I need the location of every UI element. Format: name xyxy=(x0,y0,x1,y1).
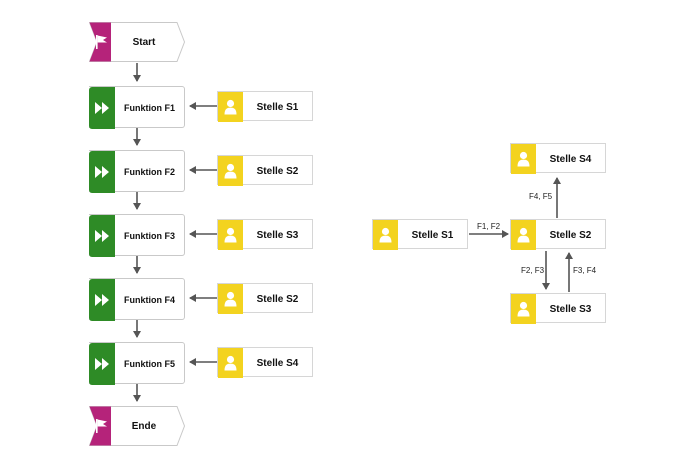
person-icon xyxy=(224,99,237,115)
function-f3[interactable]: Funktion F3 xyxy=(89,214,185,257)
role-label: Stelle S3 xyxy=(549,303,592,315)
person-icon xyxy=(517,227,530,243)
role-label: Stelle S4 xyxy=(256,357,299,369)
edge-label-s2-s3: F2, F3 xyxy=(521,266,545,275)
edge-label-s3-s2: F3, F4 xyxy=(573,266,597,275)
function-f5[interactable]: Funktion F5 xyxy=(89,342,185,385)
function-bar xyxy=(89,87,115,129)
role-bar xyxy=(511,220,536,250)
person-icon xyxy=(224,355,237,371)
org-stelle-s1[interactable]: Stelle S1 xyxy=(372,219,468,250)
fast-forward-icon xyxy=(95,230,109,242)
function-bar xyxy=(89,215,115,257)
function-label: Funktion F5 xyxy=(124,359,175,369)
person-icon xyxy=(517,151,530,167)
org-stelle-s3[interactable]: Stelle S3 xyxy=(510,293,606,324)
function-bar xyxy=(89,279,115,321)
role-label: Stelle S1 xyxy=(411,229,454,241)
role-bar xyxy=(218,284,243,314)
role-box-3[interactable]: Stelle S3 xyxy=(217,219,313,250)
function-bar xyxy=(89,343,115,385)
person-icon xyxy=(379,227,392,243)
role-bar xyxy=(218,220,243,250)
person-icon xyxy=(224,227,237,243)
edge-label-s2-s4: F4, F5 xyxy=(529,192,553,201)
role-label: Stelle S1 xyxy=(256,101,299,113)
flag-icon xyxy=(96,419,107,433)
role-bar xyxy=(511,144,536,174)
role-label: Stelle S2 xyxy=(256,165,299,177)
function-label: Funktion F1 xyxy=(124,103,175,113)
role-label: Stelle S3 xyxy=(256,229,299,241)
org-stelle-s2[interactable]: Stelle S2 xyxy=(510,219,606,250)
edge-label-s1-s2: F1, F2 xyxy=(477,222,501,231)
role-bar xyxy=(373,220,398,250)
function-f4[interactable]: Funktion F4 xyxy=(89,278,185,321)
fast-forward-icon xyxy=(95,166,109,178)
function-bar xyxy=(89,151,115,193)
function-label: Funktion F4 xyxy=(124,295,175,305)
fast-forward-icon xyxy=(95,102,109,114)
start-event[interactable]: Start xyxy=(89,22,185,62)
fast-forward-icon xyxy=(95,358,109,370)
function-f2[interactable]: Funktion F2 xyxy=(89,150,185,193)
role-bar xyxy=(511,294,536,324)
role-label: Stelle S4 xyxy=(549,153,592,165)
role-label: Stelle S2 xyxy=(549,229,592,241)
person-icon xyxy=(224,163,237,179)
end-event[interactable]: Ende xyxy=(89,406,185,446)
role-bar xyxy=(218,348,243,378)
role-box-1[interactable]: Stelle S1 xyxy=(217,91,313,122)
end-label: Ende xyxy=(131,420,157,432)
person-icon xyxy=(517,301,530,317)
start-label: Start xyxy=(132,36,156,48)
person-icon xyxy=(224,291,237,307)
role-box-2[interactable]: Stelle S2 xyxy=(217,155,313,186)
function-label: Funktion F3 xyxy=(124,231,175,241)
role-box-5[interactable]: Stelle S4 xyxy=(217,347,313,378)
role-label: Stelle S2 xyxy=(256,293,299,305)
function-f1[interactable]: Funktion F1 xyxy=(89,86,185,129)
org-stelle-s4[interactable]: Stelle S4 xyxy=(510,143,606,174)
fast-forward-icon xyxy=(95,294,109,306)
flag-icon xyxy=(96,35,107,49)
function-label: Funktion F2 xyxy=(124,167,175,177)
role-bar xyxy=(218,156,243,186)
role-bar xyxy=(218,92,243,122)
role-box-4[interactable]: Stelle S2 xyxy=(217,283,313,314)
